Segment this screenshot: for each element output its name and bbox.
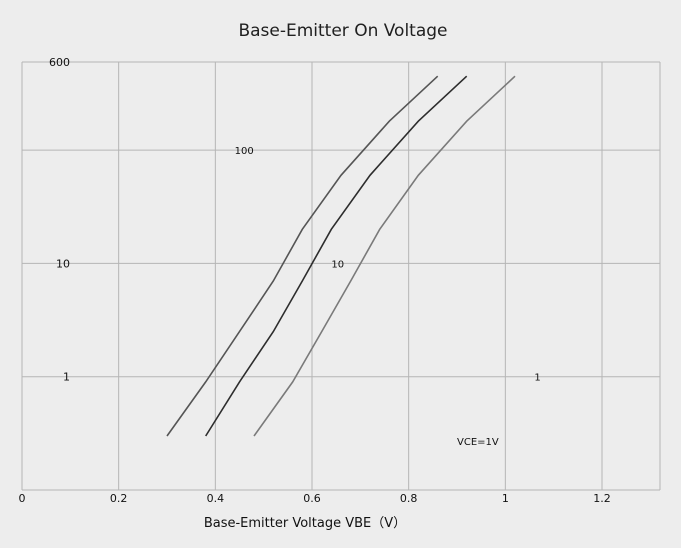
series-group [166, 75, 516, 437]
y-tick-label: 600 [49, 56, 70, 69]
x-tick-label: 0 [19, 492, 26, 505]
chart-title: Base-Emitter On Voltage [238, 21, 447, 41]
y-axis: 600 10 1 [49, 56, 70, 384]
series-line-2 [166, 75, 439, 437]
annotation-label: 1 [534, 373, 540, 384]
x-tick-label: 0.8 [400, 492, 418, 505]
grid [21, 61, 661, 491]
annotation-label: VCE=1V [457, 437, 499, 448]
x-axis-label: Base-Emitter Voltage VBE（V） [204, 516, 406, 531]
series-line-1 [205, 75, 468, 437]
x-tick-label: 1.2 [593, 492, 611, 505]
annotation-label: 100 [235, 146, 254, 157]
y-tick-label: 10 [56, 257, 70, 270]
x-tick-label: 0.4 [207, 492, 225, 505]
x-axis: 0 0.2 0.4 0.6 0.8 1 1.2 [19, 492, 611, 505]
x-tick-label: 1 [502, 492, 509, 505]
annotations: VCE=1V 100 10 1 [235, 146, 541, 448]
x-tick-label: 0.2 [110, 492, 128, 505]
y-tick-label: 1 [63, 371, 70, 384]
x-tick-label: 0.6 [303, 492, 321, 505]
annotation-label: 10 [331, 259, 344, 270]
series-line-3 [253, 75, 516, 437]
